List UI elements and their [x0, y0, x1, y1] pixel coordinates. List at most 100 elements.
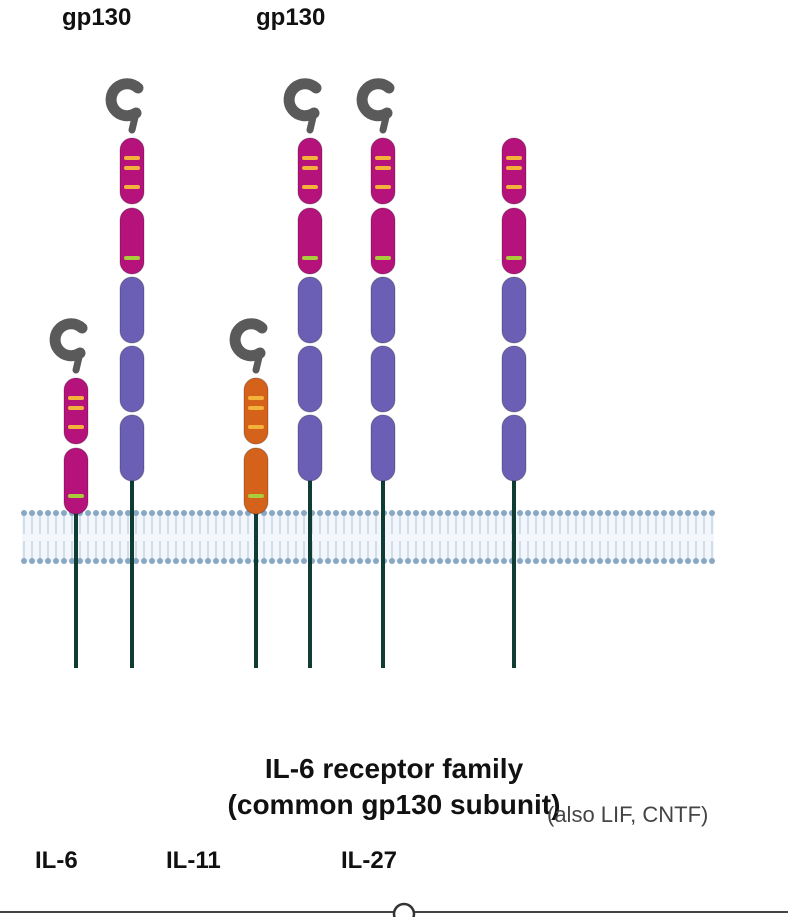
lipid-head — [221, 558, 227, 564]
lipid-head — [421, 558, 427, 564]
fibronectin-domain — [297, 414, 323, 482]
lipid-head — [189, 510, 195, 516]
lipid-head — [93, 510, 99, 516]
lipid-head — [629, 510, 635, 516]
lipid-head — [613, 558, 619, 564]
also-note: (also LIF, CNTF) — [547, 802, 709, 827]
lipid-head — [45, 510, 51, 516]
lipid-head — [501, 558, 507, 564]
lipid-head — [477, 510, 483, 516]
lipid-head — [709, 558, 715, 564]
lipid-head — [589, 558, 595, 564]
lipid-head — [133, 510, 139, 516]
lipid-head — [285, 510, 291, 516]
lipid-head — [229, 510, 235, 516]
domain-stripe — [302, 156, 318, 160]
hook-stem — [72, 349, 84, 374]
domain-stripe — [68, 425, 84, 429]
lipid-head — [661, 558, 667, 564]
cytokine-domain — [297, 207, 323, 275]
lipid-head — [37, 510, 43, 516]
lipid-head — [117, 510, 123, 516]
lipid-head — [453, 558, 459, 564]
lipid-head — [109, 558, 115, 564]
domain-stripe — [302, 185, 318, 189]
lipid-head — [645, 558, 651, 564]
lipid-head — [357, 510, 363, 516]
fibronectin-domain — [370, 345, 396, 413]
hook-stem — [252, 349, 264, 374]
fibronectin-domain — [119, 345, 145, 413]
lipid-head — [125, 510, 131, 516]
lipid-head — [389, 510, 395, 516]
fibronectin-domain — [119, 276, 145, 344]
fibronectin-domain — [370, 276, 396, 344]
lipid-head — [229, 558, 235, 564]
lipid-head — [669, 558, 675, 564]
lipid-head — [333, 510, 339, 516]
lipid-head — [685, 510, 691, 516]
lipid-head — [565, 558, 571, 564]
lipid-head — [85, 558, 91, 564]
lipid-head — [581, 510, 587, 516]
lipid-head — [317, 558, 323, 564]
lipid-head — [213, 558, 219, 564]
domain-stripe — [375, 256, 391, 260]
cytokine-domain — [501, 137, 527, 205]
alpha-domain — [243, 377, 269, 445]
lipid-head — [469, 558, 475, 564]
lipid-head — [405, 558, 411, 564]
lipid-head — [349, 510, 355, 516]
lipid-head — [149, 558, 155, 564]
lipid-head — [645, 510, 651, 516]
cytokine-domain — [297, 137, 323, 205]
ligand-label-il27: IL-27 — [341, 847, 398, 874]
domain-stripe — [506, 256, 522, 260]
lipid-head — [685, 558, 691, 564]
domain-stripe — [124, 256, 140, 260]
lipid-head — [125, 558, 131, 564]
domain-stripe — [248, 494, 264, 498]
domain-stripe — [302, 256, 318, 260]
fibronectin-domain — [370, 414, 396, 482]
cytokine-domain — [370, 137, 396, 205]
c-hook-icon — [356, 78, 395, 122]
lipid-head — [269, 510, 275, 516]
lipid-head — [677, 558, 683, 564]
alpha-domain — [63, 377, 89, 445]
lipid-head — [141, 510, 147, 516]
fibronectin-domain — [297, 345, 323, 413]
lipid-head — [437, 510, 443, 516]
lipid-head — [421, 510, 427, 516]
domain-stripe — [506, 185, 522, 189]
lipid-head — [285, 558, 291, 564]
cytokine-domain — [119, 137, 145, 205]
lipid-head — [477, 558, 483, 564]
lipid-head — [37, 558, 43, 564]
lipid-head — [221, 510, 227, 516]
lipid-head — [181, 558, 187, 564]
receptors — [49, 78, 527, 668]
lipid-head — [373, 558, 379, 564]
domain-stripe — [68, 396, 84, 400]
lipid-head — [589, 510, 595, 516]
family-subtitle: (common gp130 subunit) — [227, 789, 561, 820]
lipid-head — [181, 510, 187, 516]
lipid-head — [365, 510, 371, 516]
cell-membrane — [21, 510, 715, 564]
lipid-head — [61, 558, 67, 564]
c-hook-icon — [49, 318, 88, 362]
hook-stem — [306, 109, 318, 134]
fibronectin-domain — [501, 345, 527, 413]
lipid-head — [29, 510, 35, 516]
lipid-head — [357, 558, 363, 564]
lipid-head — [165, 510, 171, 516]
lipid-head — [405, 510, 411, 516]
domain-stripe — [248, 406, 264, 410]
lipid-head — [525, 558, 531, 564]
lipid-head — [341, 510, 347, 516]
lipid-head — [325, 510, 331, 516]
lipid-head — [597, 510, 603, 516]
c-hook-icon — [283, 78, 322, 122]
lipid-head — [29, 558, 35, 564]
